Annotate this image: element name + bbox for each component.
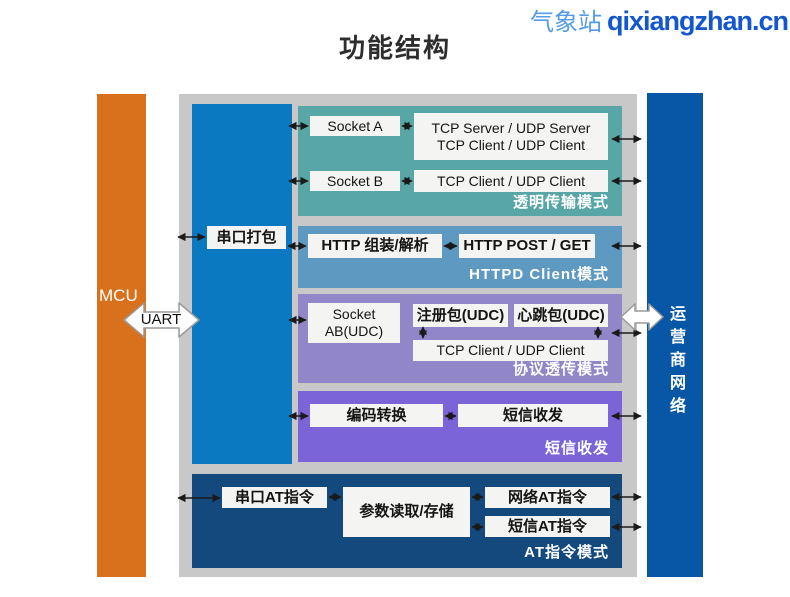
operator-network-bar: 运营商网络 (647, 93, 703, 577)
module-frame: 透明传输模式 HTTPD Client模式 协议透传模式 短信收发 AT指令模式… (179, 94, 637, 577)
param-read-store-box: 参数读取/存储 (343, 487, 470, 537)
page-title: 功能结构 (338, 33, 451, 63)
mcu-label: MCU (99, 286, 138, 305)
socket-b-box: Socket B (310, 171, 400, 191)
sms-mode-label: 短信收发 (544, 440, 609, 457)
watermark: 气象站 qixiangzhan.cn (529, 2, 789, 37)
watermark-prefix: 气象站 (529, 8, 602, 36)
tcp-client-box-socket-b: TCP Client / UDP Client (414, 170, 608, 192)
socket-ab-line1: Socket (332, 306, 376, 323)
http-assemble-box: HTTP 组装/解析 (308, 234, 442, 258)
httpd-mode-label: HTTPD Client模式 (469, 266, 609, 283)
heartbeat-packet-box: 心跳包(UDC) (514, 304, 608, 327)
socket-ab-udc-box: Socket AB(UDC) (308, 303, 400, 343)
serial-at-command-box: 串口AT指令 (222, 487, 327, 508)
tcp-client-line: TCP Client / UDP Client (436, 136, 586, 153)
sms-at-command-box: 短信AT指令 (485, 516, 610, 537)
socket-ab-line2: AB(UDC) (324, 323, 384, 339)
protocol-mode-label: 协议透传模式 (512, 361, 609, 378)
serial-pack-box: 串口打包 (207, 226, 286, 249)
tcp-client-box-protocol: TCP Client / UDP Client (413, 340, 608, 361)
socket-a-box: Socket A (310, 116, 400, 136)
register-packet-box: 注册包(UDC) (413, 304, 508, 327)
tcp-server-line: TCP Server / UDP Server (431, 119, 591, 136)
at-mode-label: AT指令模式 (524, 544, 609, 561)
tcp-server-client-box: TCP Server / UDP Server TCP Client / UDP… (414, 113, 608, 160)
mcu-bar: MCU (97, 94, 146, 577)
uart-label: UART (140, 311, 182, 328)
watermark-domain: qixiangzhan.cn (606, 6, 789, 36)
serial-column (192, 104, 292, 464)
sms-send-receive-box: 短信收发 (458, 404, 608, 427)
network-at-command-box: 网络AT指令 (485, 487, 610, 508)
operator-network-label: 运营商网络 (667, 305, 684, 420)
encode-convert-box: 编码转换 (310, 404, 443, 427)
transparent-mode-label: 透明传输模式 (512, 194, 609, 211)
http-post-get-box: HTTP POST / GET (459, 234, 595, 258)
